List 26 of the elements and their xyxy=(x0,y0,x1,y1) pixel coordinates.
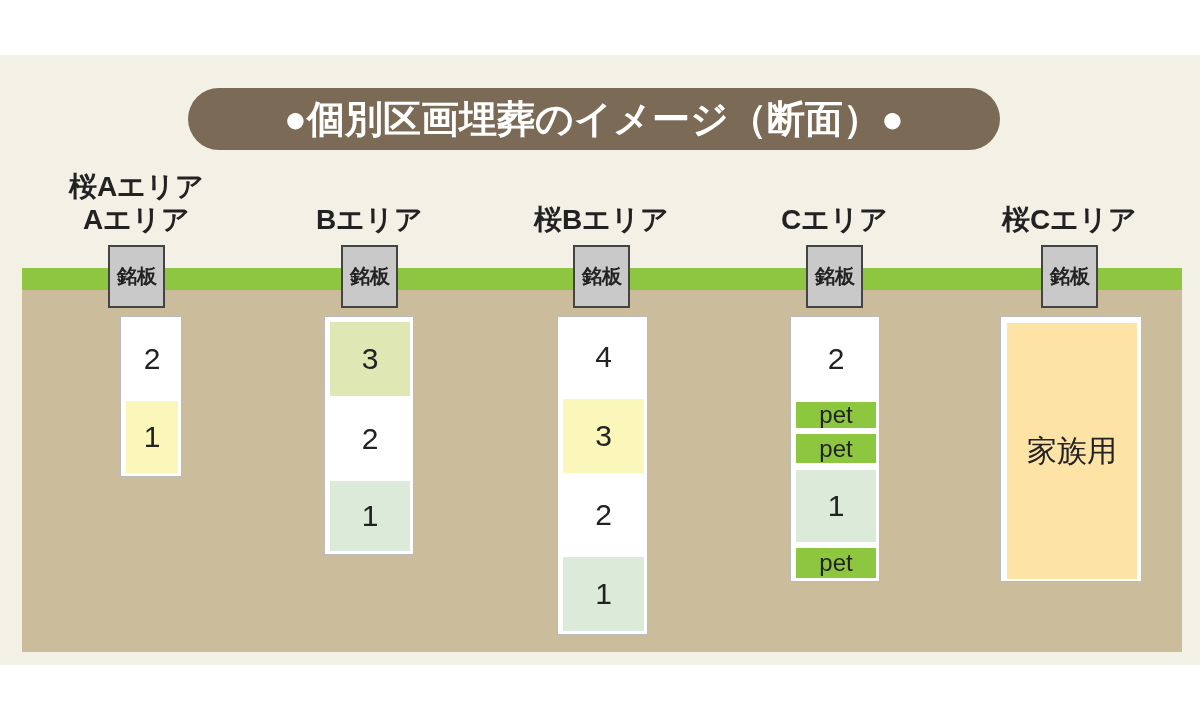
area-label: 桜Cエリア xyxy=(1000,203,1139,236)
area-label: Cエリア xyxy=(779,203,890,236)
nameplate: 銘板 xyxy=(1041,245,1098,308)
pet-slot: pet xyxy=(796,434,876,463)
nameplate: 銘板 xyxy=(341,245,398,308)
area-label: 桜Aエリア xyxy=(67,170,206,203)
burial-column xyxy=(324,316,414,555)
burial-column xyxy=(120,316,182,477)
pet-slot: pet xyxy=(796,402,876,428)
burial-slot: 家族用 xyxy=(1007,323,1137,579)
burial-column xyxy=(557,316,648,635)
burial-slot: 3 xyxy=(563,399,644,473)
nameplate: 銘板 xyxy=(806,245,863,308)
area-label: 桜Bエリア xyxy=(532,203,671,236)
nameplate: 銘板 xyxy=(108,245,165,308)
burial-slot: 1 xyxy=(330,481,410,551)
pet-slot: pet xyxy=(796,548,876,578)
area-label: Aエリア xyxy=(81,203,192,236)
burial-column xyxy=(790,316,880,582)
burial-slot: 1 xyxy=(563,557,644,631)
title-banner: ●個別区画埋葬のイメージ（断面）● xyxy=(188,88,1000,150)
burial-slot: 3 xyxy=(330,322,410,396)
area-label: Bエリア xyxy=(314,203,425,236)
burial-slot: 1 xyxy=(126,401,178,473)
nameplate: 銘板 xyxy=(573,245,630,308)
burial-slot: 1 xyxy=(796,470,876,542)
